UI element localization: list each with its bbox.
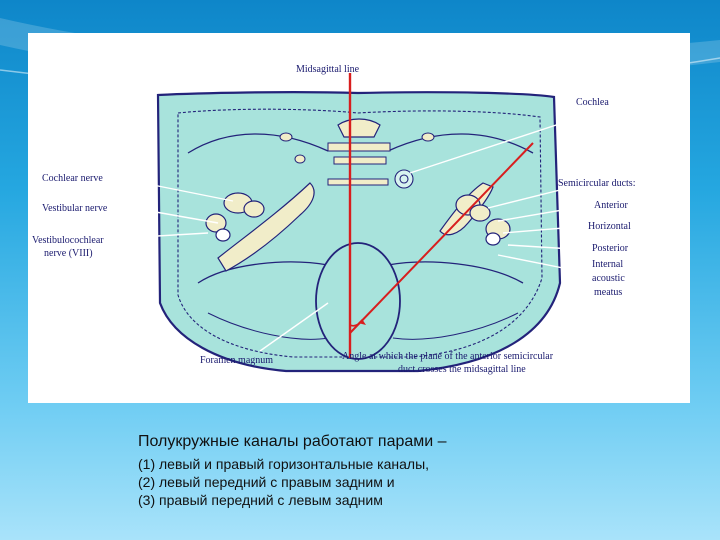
skull-base-cross-section xyxy=(122,73,609,373)
caption-item-1: (1) левый и правый горизонтальные каналы… xyxy=(138,456,430,472)
cochlea-shape xyxy=(394,169,414,189)
bone-center-bar-3 xyxy=(327,178,389,186)
skull-outline xyxy=(156,91,562,373)
label-angle-line-1: Angle at which the plane of the anterior… xyxy=(342,351,554,362)
bone-left-petrous xyxy=(217,182,315,272)
caption-title: Полукружные каналы работают парами – xyxy=(138,433,447,450)
label-angle-line-2: duct crosses the midsagittal line xyxy=(398,364,526,375)
foramen-magnum-shape xyxy=(315,242,401,360)
label-vestibulocochlear-viii: nerve (VIII) xyxy=(44,248,93,259)
label-cochlea: Cochlea xyxy=(576,97,609,108)
label-midsagittal-line: Midsagittal line xyxy=(296,64,360,75)
label-internal: Internal xyxy=(592,259,624,270)
anterior-duct-plane-line xyxy=(349,142,534,334)
diagram-panel: Midsagittal line Cochlea Cochlear nerve … xyxy=(28,33,690,403)
label-vestibular-nerve: Vestibular nerve xyxy=(42,203,108,214)
bone-center-bar-2 xyxy=(333,156,387,165)
caption-list: (1) левый и правый горизонтальные каналы… xyxy=(138,455,429,509)
label-vestibulocochlear: Vestibulocochlear xyxy=(32,235,104,246)
caption-item-2: (2) левый передний с правым задним и xyxy=(138,474,395,490)
label-cochlear-nerve: Cochlear nerve xyxy=(42,173,103,184)
label-posterior: Posterior xyxy=(592,243,629,254)
label-semicircular-ducts: Semicircular ducts: xyxy=(558,178,636,189)
bone-center-top xyxy=(337,118,381,138)
caption-item-3: (3) правый передний с левым задним xyxy=(138,492,383,508)
label-meatus: meatus xyxy=(594,287,623,298)
inner-contour xyxy=(177,108,543,358)
label-acoustic: acoustic xyxy=(592,273,625,284)
label-horizontal: Horizontal xyxy=(588,221,631,232)
label-anterior: Anterior xyxy=(594,200,628,211)
bone-center-bar-1 xyxy=(327,142,391,152)
right-inner-ear xyxy=(455,194,511,246)
label-foramen-magnum: Foramen magnum xyxy=(200,355,274,366)
leader-lines xyxy=(122,107,609,352)
left-inner-ear xyxy=(205,192,265,242)
